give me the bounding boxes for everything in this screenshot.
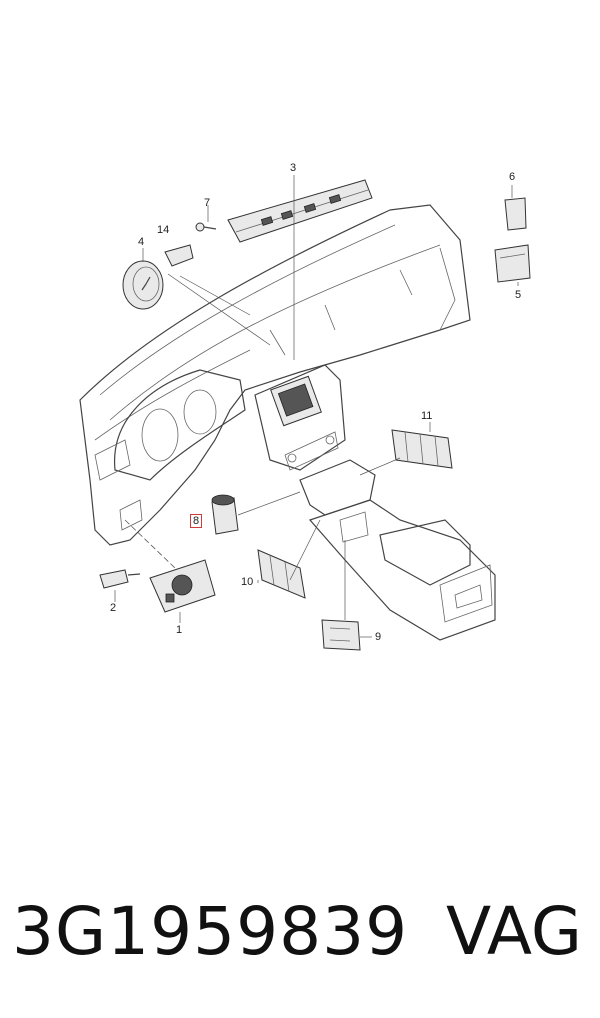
dashboard-panel — [79, 204, 471, 546]
callout-1: 1 — [176, 624, 183, 636]
callout-4: 4 — [138, 236, 145, 248]
part-7-screw — [195, 222, 217, 232]
callout-8-highlighted: 8 — [190, 514, 203, 528]
part-11-switch-block — [391, 429, 453, 469]
callout-14: 14 — [157, 224, 170, 236]
callout-3: 3 — [290, 162, 297, 174]
callout-5: 5 — [515, 289, 522, 301]
part-2-sensor — [99, 569, 141, 589]
part-1-light-switch — [149, 559, 216, 613]
part-3-control-panel — [227, 179, 373, 243]
callout-10: 10 — [241, 576, 254, 588]
part-14-cover — [164, 244, 194, 267]
leader-lines — [114, 175, 519, 638]
brand-name: VAG — [446, 893, 583, 970]
callout-9: 9 — [375, 631, 382, 643]
callout-6: 6 — [509, 171, 516, 183]
callout-7: 7 — [204, 197, 211, 209]
part-5-module — [494, 244, 531, 283]
part-number: 3G1959839 — [12, 893, 409, 970]
part-4-clock — [122, 260, 164, 310]
part-8-switch — [211, 494, 239, 535]
part-9-button-module — [321, 619, 361, 651]
part-10-window-switch — [257, 549, 306, 599]
dashboard-exploded-diagram — [79, 175, 531, 651]
part-6-clip — [504, 197, 527, 231]
center-console — [254, 364, 496, 641]
callout-2: 2 — [110, 602, 117, 614]
callout-11: 11 — [421, 410, 433, 422]
